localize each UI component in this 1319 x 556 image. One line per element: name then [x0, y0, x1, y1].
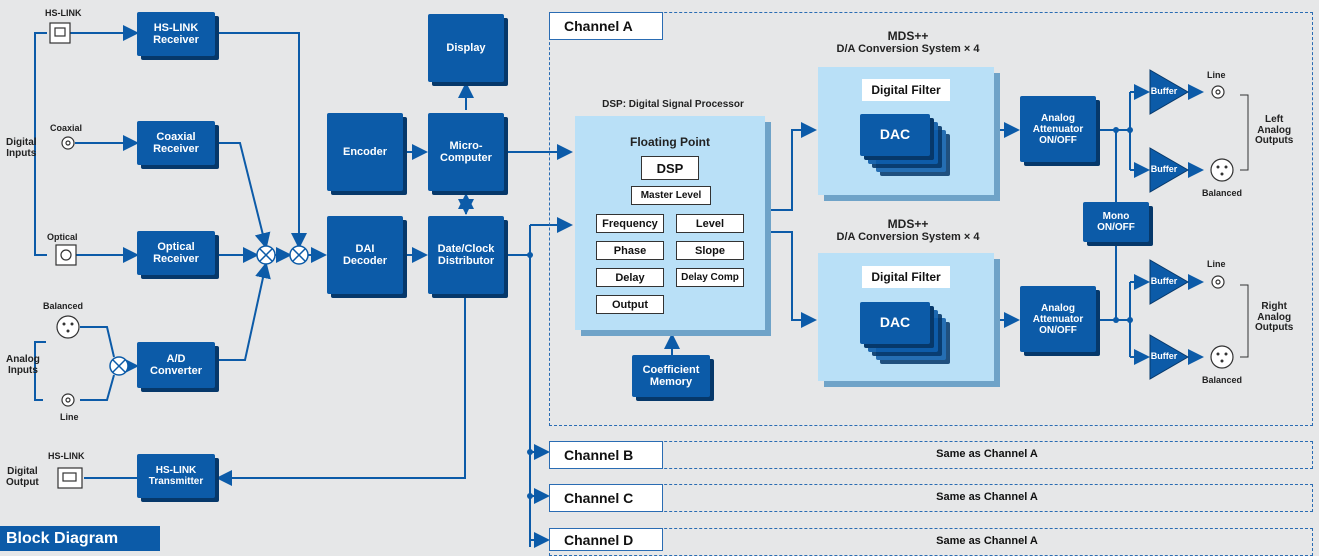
display-block: Display: [428, 14, 504, 82]
dsp-label: DSP: [641, 156, 699, 180]
xlr-out-right-icon: [1210, 345, 1234, 369]
optical-label: Optical: [47, 232, 78, 242]
mds-title-2: MDS++: [887, 217, 929, 231]
master-level: Master Level: [631, 186, 711, 205]
digital-filter-1: Digital Filter: [862, 79, 950, 101]
buffer-label-2: Buffer: [1150, 164, 1178, 174]
optical-receiver: Optical Receiver: [137, 231, 215, 275]
mono-block: Mono ON/OFF: [1083, 202, 1149, 242]
line-in-label: Line: [60, 412, 79, 422]
encoder-block: Encoder: [327, 113, 403, 191]
coaxial-receiver: Coaxial Receiver: [137, 121, 215, 165]
floating-point-label: Floating Point: [630, 135, 710, 149]
delay-box: Delay: [596, 268, 664, 287]
coefficient-memory: Coefficient Memory: [632, 355, 710, 397]
mds-subtitle-2: D/A Conversion System × 4: [836, 231, 980, 243]
channel-b-label: Channel B: [549, 441, 663, 469]
channel-d-label: Channel D: [549, 528, 663, 551]
buffer-label-1: Buffer: [1150, 86, 1178, 96]
dai-decoder-block: DAI Decoder: [327, 216, 403, 294]
channel-b-same: Same as Channel A: [936, 448, 1038, 460]
buffer-1: [1149, 69, 1189, 115]
buffer-label-3: Buffer: [1150, 276, 1178, 286]
phase-box: Phase: [596, 241, 664, 260]
line-out-left-label: Line: [1207, 70, 1226, 80]
block-diagram-title: Block Diagram: [0, 526, 160, 551]
channel-a-label: Channel A: [549, 12, 663, 40]
channel-c-same: Same as Channel A: [936, 491, 1038, 503]
balanced-in-label: Balanced: [43, 301, 84, 311]
date-clock-distributor: Date/Clock Distributor: [428, 216, 504, 294]
hslink-out-label: HS-LINK: [48, 451, 85, 461]
output-box: Output: [596, 295, 664, 314]
level-box: Level: [676, 214, 744, 233]
mds-title-1: MDS++: [887, 29, 929, 43]
dac-2: DAC: [860, 302, 930, 344]
hslink-transmitter: HS-LINK Transmitter: [137, 454, 215, 498]
dac-1: DAC: [860, 114, 930, 156]
xlr-in-icon: [56, 315, 80, 339]
mds-subtitle-1: D/A Conversion System × 4: [836, 43, 980, 55]
digital-filter-2: Digital Filter: [862, 266, 950, 288]
left-analog-outputs-label: Left Analog Outputs: [1255, 114, 1294, 146]
buffer-label-4: Buffer: [1150, 351, 1178, 361]
buffer-3: [1149, 259, 1189, 305]
dsp-header: DSP: Digital Signal Processor: [602, 99, 744, 110]
delay-comp-box: Delay Comp: [676, 268, 744, 287]
buffer-4: [1149, 334, 1189, 380]
buffer-2: [1149, 147, 1189, 193]
xlr-out-left-icon: [1210, 158, 1234, 182]
hslink-in-label: HS-LINK: [45, 8, 82, 18]
hslink-receiver: HS-LINK Receiver: [137, 12, 215, 56]
channel-a-area: [549, 12, 1313, 426]
analog-attenuator-1: Analog Attenuator ON/OFF: [1020, 96, 1096, 162]
balanced-out-left-label: Balanced: [1202, 188, 1243, 198]
channel-c-label: Channel C: [549, 484, 663, 512]
analog-inputs-label: Analog Inputs: [6, 354, 40, 376]
slope-box: Slope: [676, 241, 744, 260]
balanced-out-right-label: Balanced: [1202, 375, 1243, 385]
coaxial-label: Coaxial: [50, 123, 83, 133]
microcomputer-block: Micro- Computer: [428, 113, 504, 191]
analog-attenuator-2: Analog Attenuator ON/OFF: [1020, 286, 1096, 352]
right-analog-outputs-label: Right Analog Outputs: [1255, 301, 1294, 333]
digital-inputs-label: Digital Inputs: [6, 137, 37, 159]
channel-d-same: Same as Channel A: [936, 535, 1038, 547]
line-out-right-label: Line: [1207, 259, 1226, 269]
ad-converter: A/D Converter: [137, 342, 215, 388]
frequency-box: Frequency: [596, 214, 664, 233]
digital-output-label: Digital Output: [6, 466, 39, 488]
